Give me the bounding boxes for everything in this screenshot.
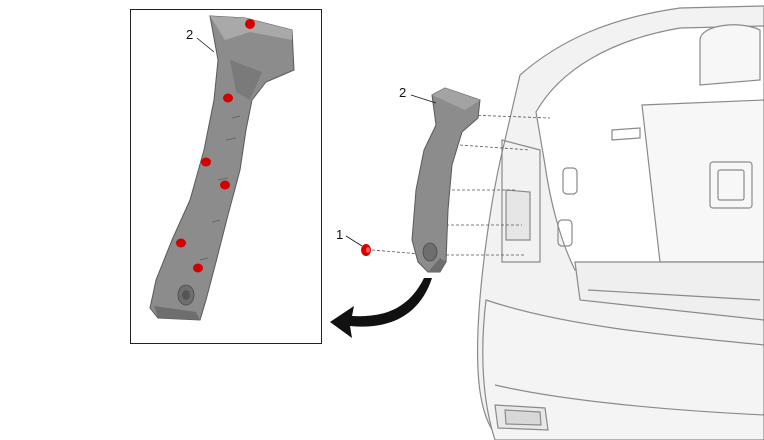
push-pin-retainer-icon: [361, 244, 371, 256]
callout-1: 1: [336, 227, 344, 242]
trim-clip-icon: [176, 19, 255, 273]
callout-2: 2: [399, 85, 407, 100]
inset-callout-2: 2: [186, 27, 194, 42]
